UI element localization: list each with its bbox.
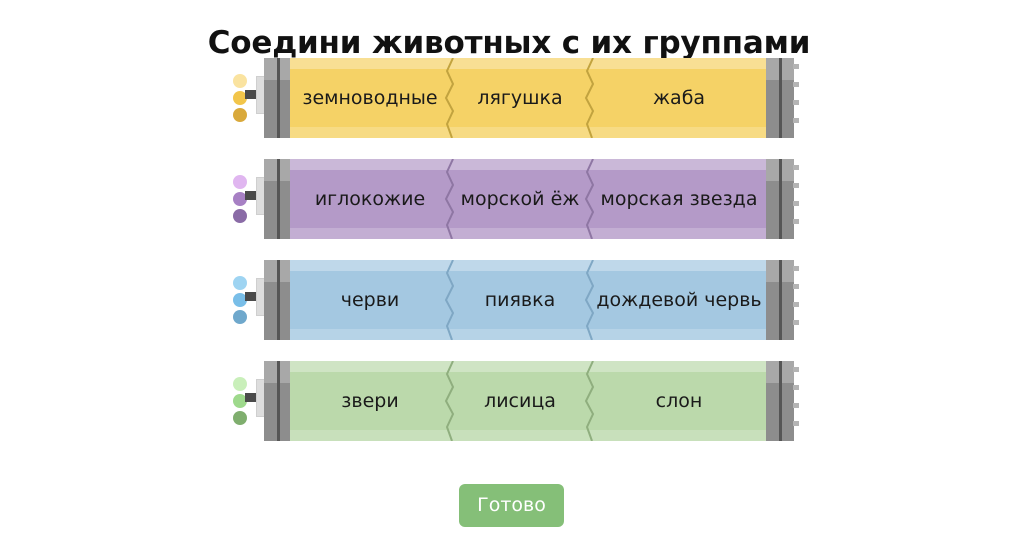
cable-end-cap-icon-right (766, 260, 799, 340)
bar-segment-animal-1[interactable]: пиявка (484, 289, 556, 311)
plug-dot-2 (233, 293, 247, 307)
cap-notch-2 (793, 284, 799, 289)
plug-dot-3 (233, 108, 247, 122)
plug-dots (232, 74, 248, 124)
match-row[interactable]: земноводные лягушка жаба (0, 58, 1018, 138)
cable-end-cap-icon-right (766, 159, 799, 239)
match-row[interactable]: иглокожие морской ёж морская звезда (0, 159, 1018, 239)
plug-dot-2 (233, 394, 247, 408)
bar-segment-group[interactable]: иглокожие (314, 188, 426, 210)
plug-dots (232, 377, 248, 427)
cable-end-cap-icon-right (766, 361, 799, 441)
cap-line (277, 361, 280, 441)
cap-notch-3 (793, 100, 799, 105)
cable-end-cap-icon-left (264, 159, 292, 239)
plug-dot-1 (233, 276, 247, 290)
bar-segment-animal-2[interactable]: жаба (652, 87, 706, 109)
cable-end-cap-icon-left (264, 260, 292, 340)
cap-line (779, 159, 782, 239)
plug-stem (245, 292, 261, 301)
plug-dot-3 (233, 310, 247, 324)
match-row[interactable]: черви пиявка дождевой червь (0, 260, 1018, 340)
plug-stem (245, 90, 261, 99)
cap-notch-1 (793, 64, 799, 69)
cap-notch-1 (793, 165, 799, 170)
plug-dot-3 (233, 411, 247, 425)
cable-end-cap-icon-left (264, 361, 292, 441)
cap-notch-4 (793, 118, 799, 123)
cap-line (779, 260, 782, 340)
plug-dots (232, 175, 248, 225)
cap-notch-2 (793, 385, 799, 390)
bar-segment-group[interactable]: звери (341, 390, 399, 412)
cap-line (779, 361, 782, 441)
plug-stem (245, 191, 261, 200)
cap-notch-1 (793, 266, 799, 271)
cap-line (277, 58, 280, 138)
cap-notch-4 (793, 219, 799, 224)
bar-segment-group[interactable]: земноводные (302, 87, 438, 109)
cap-notch-1 (793, 367, 799, 372)
bar-segment-animal-1[interactable]: лисица (484, 390, 556, 412)
cable-end-cap-icon-right (766, 58, 799, 138)
bar-segment-group[interactable]: черви (340, 289, 400, 311)
answer-bar[interactable]: земноводные лягушка жаба (290, 58, 768, 138)
answer-bar[interactable]: звери лисица слон (290, 361, 768, 441)
done-button[interactable]: Готово (459, 484, 564, 527)
plug-dot-1 (233, 175, 247, 189)
cap-line (779, 58, 782, 138)
match-rows-container: земноводные лягушка жаба (0, 58, 1018, 462)
plug-dot-1 (233, 377, 247, 391)
answer-bar[interactable]: иглокожие морской ёж морская звезда (290, 159, 768, 239)
plug-stem (245, 393, 261, 402)
cap-notch-4 (793, 421, 799, 426)
cap-notch-2 (793, 82, 799, 87)
answer-bar[interactable]: черви пиявка дождевой червь (290, 260, 768, 340)
plug-dots (232, 276, 248, 326)
bar-segment-animal-2[interactable]: слон (655, 390, 703, 412)
cap-notch-2 (793, 183, 799, 188)
plug-dot-2 (233, 192, 247, 206)
cap-notch-4 (793, 320, 799, 325)
bar-segment-animal-2[interactable]: морская звезда (600, 188, 758, 210)
plug-dot-3 (233, 209, 247, 223)
cap-notch-3 (793, 403, 799, 408)
plug-dot-2 (233, 91, 247, 105)
cap-notch-3 (793, 201, 799, 206)
cap-line (277, 260, 280, 340)
page-title: Соедини животных с их группами (207, 24, 811, 61)
bar-segment-animal-1[interactable]: лягушка (477, 87, 563, 109)
plug-dot-1 (233, 74, 247, 88)
cable-end-cap-icon-left (264, 58, 292, 138)
cap-line (277, 159, 280, 239)
bar-segment-animal-2[interactable]: дождевой червь (596, 289, 762, 311)
cap-notch-3 (793, 302, 799, 307)
bar-segment-animal-1[interactable]: морской ёж (460, 188, 580, 210)
match-row[interactable]: звери лисица слон (0, 361, 1018, 441)
